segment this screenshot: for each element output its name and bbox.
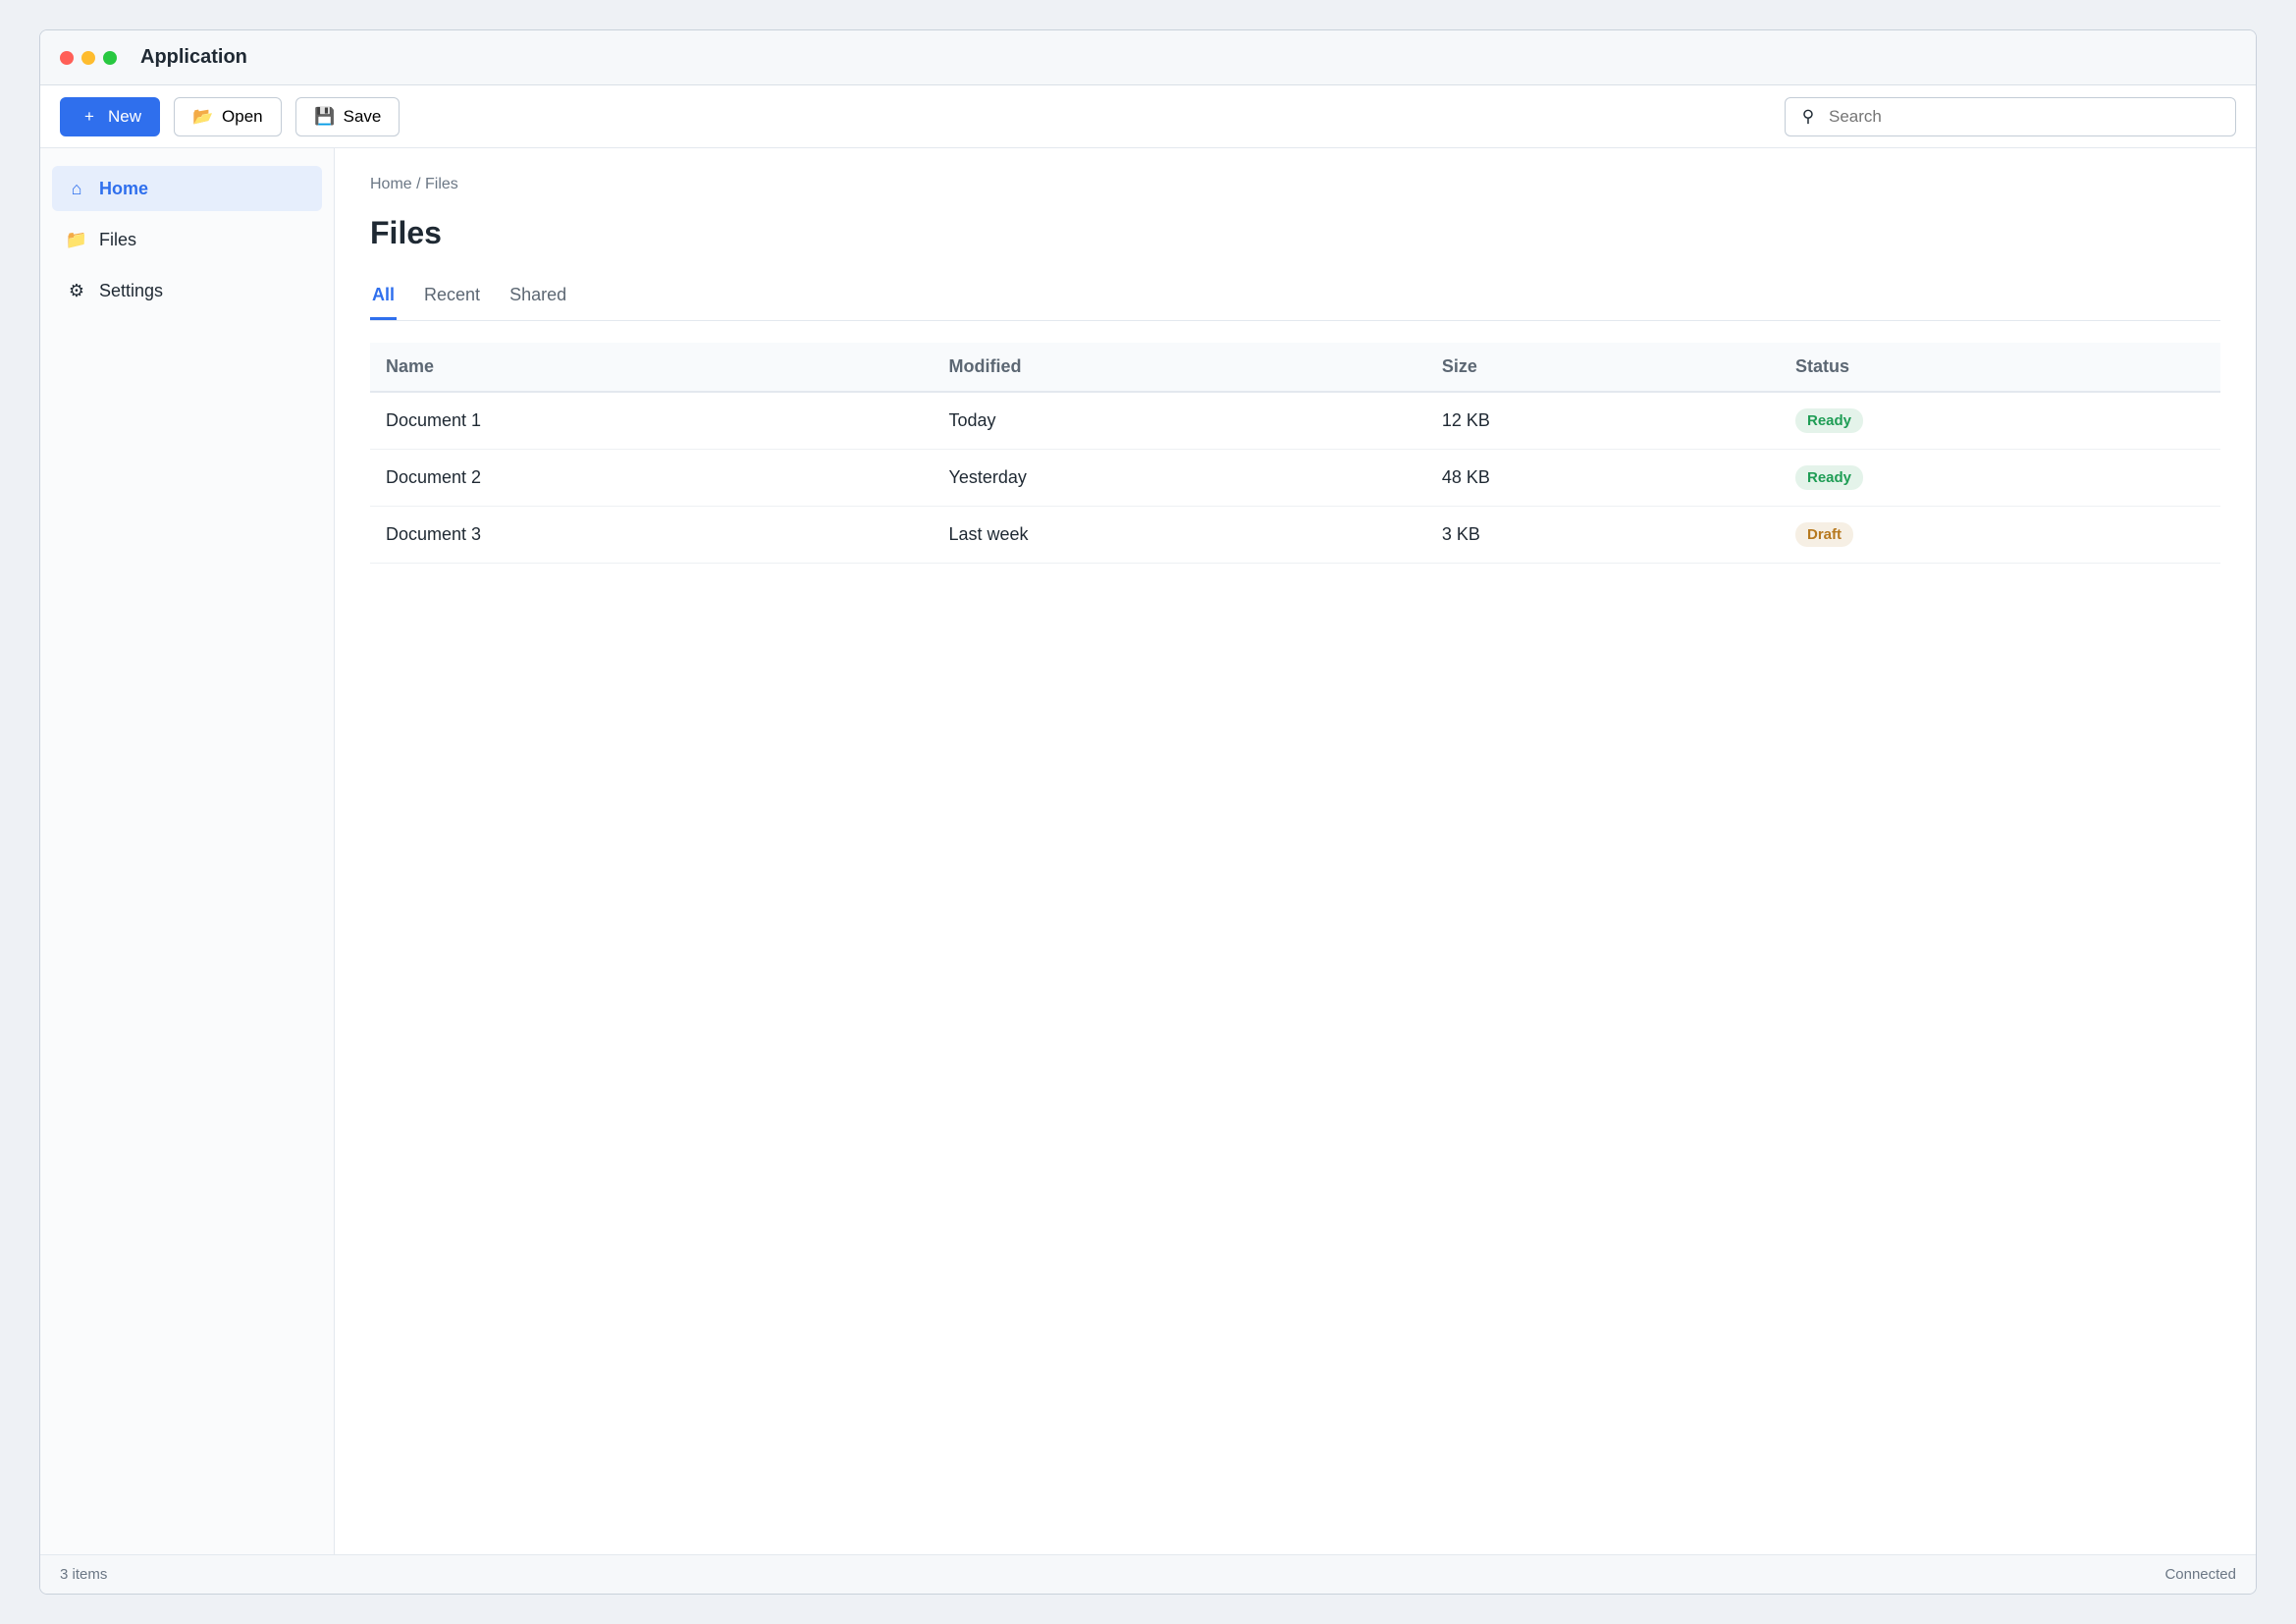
window-controls <box>60 50 117 65</box>
minimize-window-button[interactable] <box>81 50 95 65</box>
new-button-label: New <box>108 106 142 126</box>
open-button[interactable]: 📂 Open <box>174 96 282 136</box>
sidebar-item-settings[interactable]: ⚙ Settings <box>52 268 322 313</box>
status-item-count: 3 items <box>60 1566 108 1583</box>
search-input[interactable] <box>1829 106 2223 127</box>
table-cell: 48 KB <box>1425 449 1780 507</box>
column-header-status[interactable]: Status <box>1780 343 2220 393</box>
status-badge: Ready <box>1795 465 1864 490</box>
table-cell: 3 KB <box>1425 506 1780 564</box>
table-cell: 12 KB <box>1425 392 1780 450</box>
folder-icon: 📁 <box>65 229 88 249</box>
table-cell: Yesterday <box>933 449 1426 507</box>
save-button-label: Save <box>343 106 382 126</box>
sidebar-item-home[interactable]: ⌂ Home <box>52 166 322 211</box>
table-cell: Document 3 <box>370 506 934 564</box>
home-icon: ⌂ <box>71 178 82 198</box>
page-title: Files <box>370 215 442 250</box>
title-bar: Application <box>40 30 2256 85</box>
save-icon: 💾 <box>314 106 336 126</box>
table-cell: Document 1 <box>370 392 934 450</box>
open-button-label: Open <box>222 106 263 126</box>
content-area: ⌂ Home 📁 Files ⚙ Settings Home / Files F… <box>40 148 2256 1554</box>
status-bar: 3 items Connected <box>40 1554 2256 1594</box>
status-cell: Ready <box>1780 392 2220 450</box>
close-window-button[interactable] <box>60 50 74 65</box>
table-cell: Document 2 <box>370 449 934 507</box>
plus-icon: + <box>84 106 94 126</box>
app-window: Application + New 📂 Open 💾 Save ⚲ ⌂ Home… <box>39 29 2257 1595</box>
window-title: Application <box>140 46 247 68</box>
table-cell: Last week <box>933 506 1426 564</box>
maximize-window-button[interactable] <box>103 50 117 65</box>
tab-bar: All Recent Shared <box>370 273 2220 321</box>
sidebar-item-label: Home <box>99 178 149 198</box>
tab-recent[interactable]: Recent <box>424 285 481 304</box>
sidebar: ⌂ Home 📁 Files ⚙ Settings <box>40 148 335 1554</box>
toolbar: + New 📂 Open 💾 Save ⚲ <box>40 85 2256 148</box>
tab-shared[interactable]: Shared <box>509 285 567 304</box>
status-cell: Draft <box>1780 506 2220 564</box>
status-badge: Draft <box>1795 522 1854 547</box>
gear-icon: ⚙ <box>68 280 85 300</box>
table-header-row: Name Modified Size Status <box>370 343 2220 393</box>
sidebar-item-label: Files <box>99 229 137 249</box>
main-panel: Home / Files Files All Recent Shared Nam… <box>335 148 2256 1554</box>
sidebar-item-label: Settings <box>99 280 164 300</box>
tab-all[interactable]: All <box>370 273 398 320</box>
column-header-name[interactable]: Name <box>370 343 934 393</box>
folder-open-icon: 📂 <box>192 106 214 126</box>
column-header-modified[interactable]: Modified <box>933 343 1426 393</box>
search-icon: ⚲ <box>1801 106 1815 126</box>
status-connection: Connected <box>2164 1566 2236 1583</box>
sidebar-item-files[interactable]: 📁 Files <box>52 217 322 262</box>
status-cell: Ready <box>1780 449 2220 507</box>
new-button[interactable]: + New <box>60 96 161 136</box>
search-box: ⚲ <box>1785 96 2236 136</box>
table-cell: Today <box>933 392 1426 450</box>
breadcrumb: Home / Files <box>370 176 458 192</box>
status-badge: Ready <box>1795 408 1864 433</box>
save-button[interactable]: 💾 Save <box>294 96 400 136</box>
column-header-size[interactable]: Size <box>1425 343 1780 393</box>
